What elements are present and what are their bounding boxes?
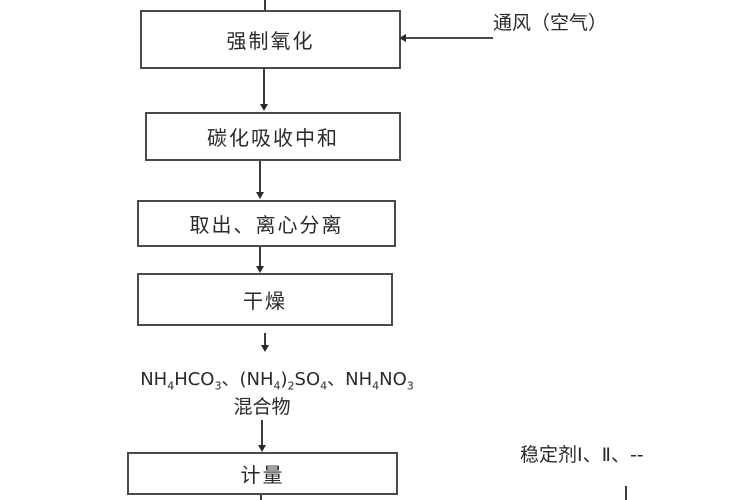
step-remove-centrifuge: 取出、离心分离 [137,200,396,247]
arrowhead-icon [258,445,266,452]
step-metering: 计量 [127,452,398,495]
connector-4-product [264,333,266,347]
step-label: 碳化吸收中和 [207,126,339,150]
arrowhead-icon [256,192,264,199]
connector-top [264,0,266,10]
connector-3-4 [259,247,261,267]
stabilizer-line [625,486,627,500]
product-formula: NH4HCO3、(NH4)2SO4、NH4NO3 [140,369,414,393]
arrowhead-icon [261,345,269,352]
arrowhead-icon [260,104,268,111]
step-drying: 干燥 [137,273,393,326]
step-label: 计量 [240,463,285,487]
connector-product-5 [261,420,263,446]
air-arrowhead-icon [399,34,406,42]
connector-bottom [260,495,262,500]
product-mixture-label: 混合物 [233,396,291,418]
connector-1-2 [263,69,265,105]
air-input-line [401,37,493,39]
stabilizer-label: 稳定剂Ⅰ、Ⅱ、-- [520,444,644,466]
step-label: 取出、离心分离 [189,213,344,237]
step-label: 强制氧化 [226,29,315,53]
arrowhead-icon [256,266,264,273]
step-forced-oxidation: 强制氧化 [140,10,401,69]
step-carbonation-absorption: 碳化吸收中和 [145,112,401,161]
connector-2-3 [259,161,261,193]
step-label: 干燥 [243,289,287,313]
air-input-label: 通风（空气） [493,12,608,34]
